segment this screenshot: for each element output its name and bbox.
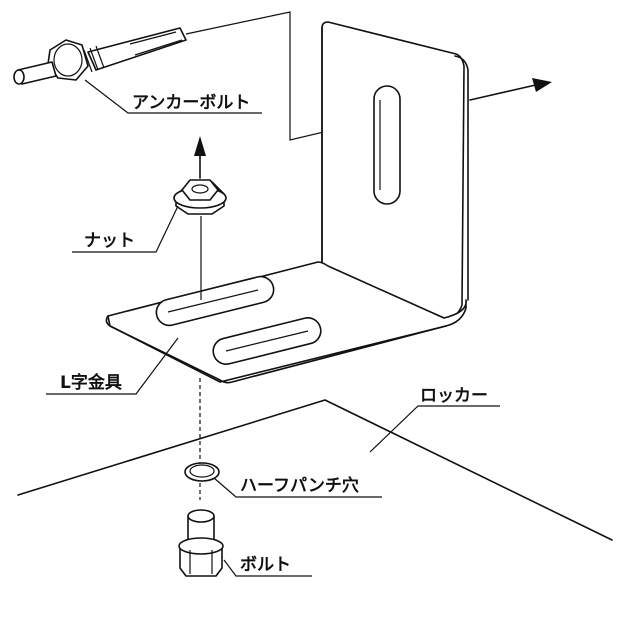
bolt bbox=[178, 509, 224, 577]
label-nut: ナット bbox=[72, 205, 179, 253]
direction-arrow-right-icon bbox=[469, 78, 552, 101]
anchor-bolt bbox=[13, 27, 187, 85]
label-half-punch-hole: ハーフパンチ穴 bbox=[213, 475, 382, 498]
l-bracket bbox=[105, 21, 469, 384]
half-punch-hole bbox=[184, 462, 220, 482]
label-l-bracket-text: L字金具 bbox=[60, 372, 122, 393]
label-locker-text: ロッカー bbox=[420, 386, 488, 406]
label-anchor-bolt: アンカーボルト bbox=[84, 79, 262, 114]
direction-arrow-up-icon bbox=[194, 136, 206, 179]
label-bolt-text: ボルト bbox=[240, 555, 291, 575]
locker-surface bbox=[17, 399, 613, 541]
nut bbox=[173, 179, 227, 215]
label-bolt: ボルト bbox=[223, 555, 312, 577]
label-locker: ロッカー bbox=[369, 386, 500, 453]
label-anchor-bolt-text: アンカーボルト bbox=[132, 93, 250, 113]
label-nut-text: ナット bbox=[84, 231, 135, 251]
label-half-punch-hole-text: ハーフパンチ穴 bbox=[240, 475, 359, 496]
label-l-bracket: L字金具 bbox=[46, 337, 179, 395]
